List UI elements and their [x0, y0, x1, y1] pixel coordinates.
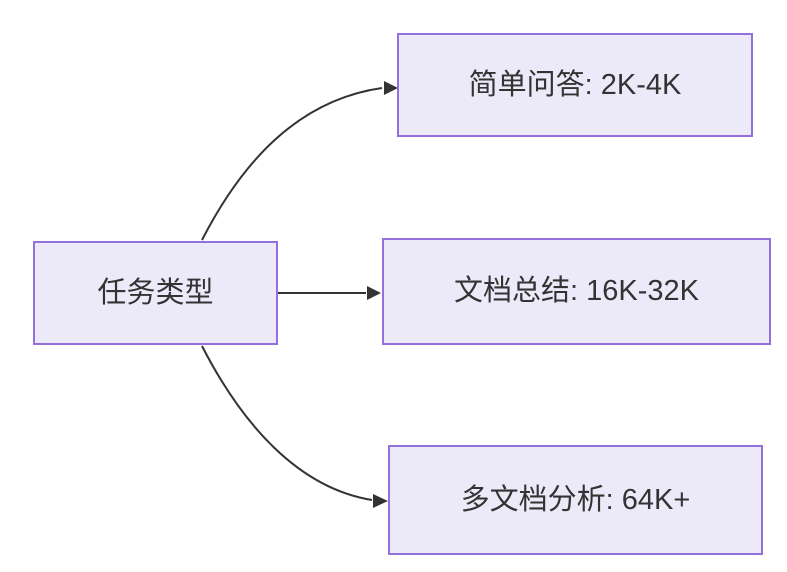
node-task-type-label: 任务类型: [97, 276, 214, 309]
node-doc-summary: 文档总结: 16K-32K: [382, 238, 771, 345]
node-multi-doc-label: 多文档分析: 64K+: [460, 483, 691, 516]
node-task-type: 任务类型: [33, 241, 278, 345]
node-simple-qa-label: 简单问答: 2K-4K: [468, 68, 682, 101]
node-simple-qa: 简单问答: 2K-4K: [397, 33, 753, 137]
arrowhead-multi-doc-icon: [373, 494, 388, 508]
edge-root-to-multi-doc: [201, 345, 373, 501]
node-doc-summary-label: 文档总结: 16K-32K: [454, 275, 699, 308]
edge-root-to-simple-qa: [201, 87, 383, 241]
node-multi-doc: 多文档分析: 64K+: [388, 445, 763, 555]
arrowhead-doc-summary-icon: [367, 286, 381, 300]
arrowhead-simple-qa-icon: [384, 81, 398, 95]
